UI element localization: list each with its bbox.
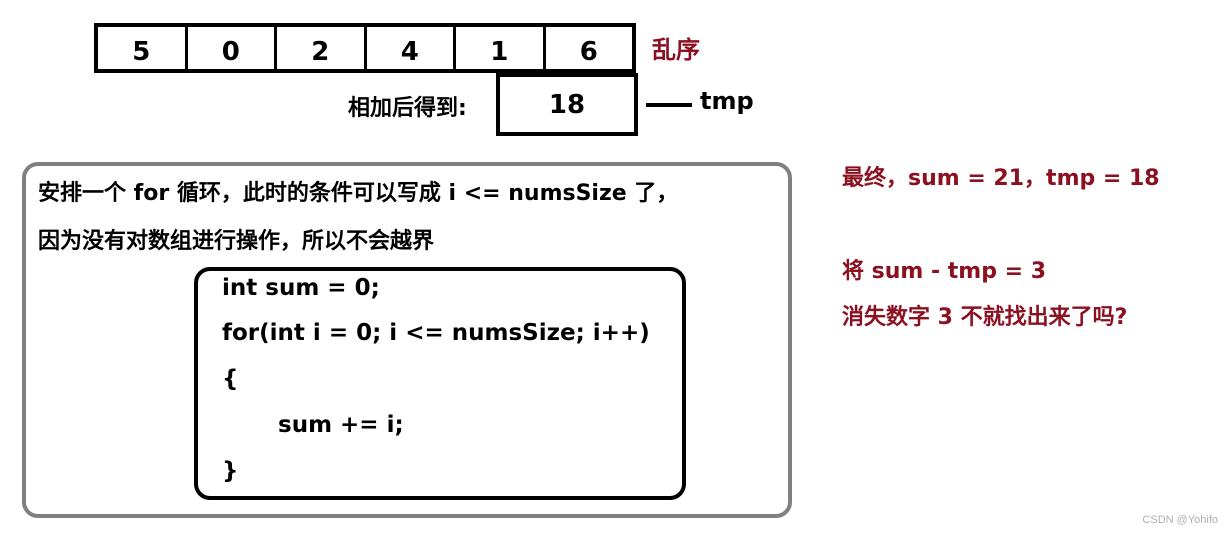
watermark: CSDN @Yohifo	[1142, 514, 1218, 526]
code-block	[194, 267, 686, 500]
sum-value-box: 18	[496, 73, 638, 136]
array-cell: 1	[456, 27, 546, 69]
array-cell: 2	[277, 27, 367, 69]
array-cell: 5	[98, 27, 188, 69]
explanation-line-1: 安排一个 for 循环，此时的条件可以写成 i <= numsSize 了，	[38, 181, 679, 206]
conclusion-note: 消失数字 3 不就找出来了吗?	[842, 305, 1128, 330]
shuffled-tag: 乱序	[652, 36, 700, 64]
subtract-note: 将 sum - tmp = 3	[842, 259, 1047, 284]
code-line-2: for(int i = 0; i <= numsSize; i++)	[222, 320, 650, 346]
sum-label: 相加后得到:	[348, 96, 467, 121]
array-cell: 0	[188, 27, 277, 69]
number-array: 5 0 2 4 1 6	[94, 23, 636, 73]
array-cell: 4	[367, 27, 456, 69]
array-cell: 6	[579, 37, 598, 67]
code-line-4: sum += i;	[278, 412, 404, 438]
tmp-label: tmp	[700, 87, 754, 115]
explanation-box	[22, 162, 792, 518]
code-line-1: int sum = 0;	[222, 275, 380, 301]
code-line-3: {	[222, 366, 239, 392]
tmp-connector-line	[646, 103, 692, 107]
code-line-5: }	[222, 458, 239, 484]
final-values-note: 最终，sum = 21，tmp = 18	[842, 166, 1160, 191]
explanation-line-2: 因为没有对数组进行操作，所以不会越界	[38, 229, 435, 254]
